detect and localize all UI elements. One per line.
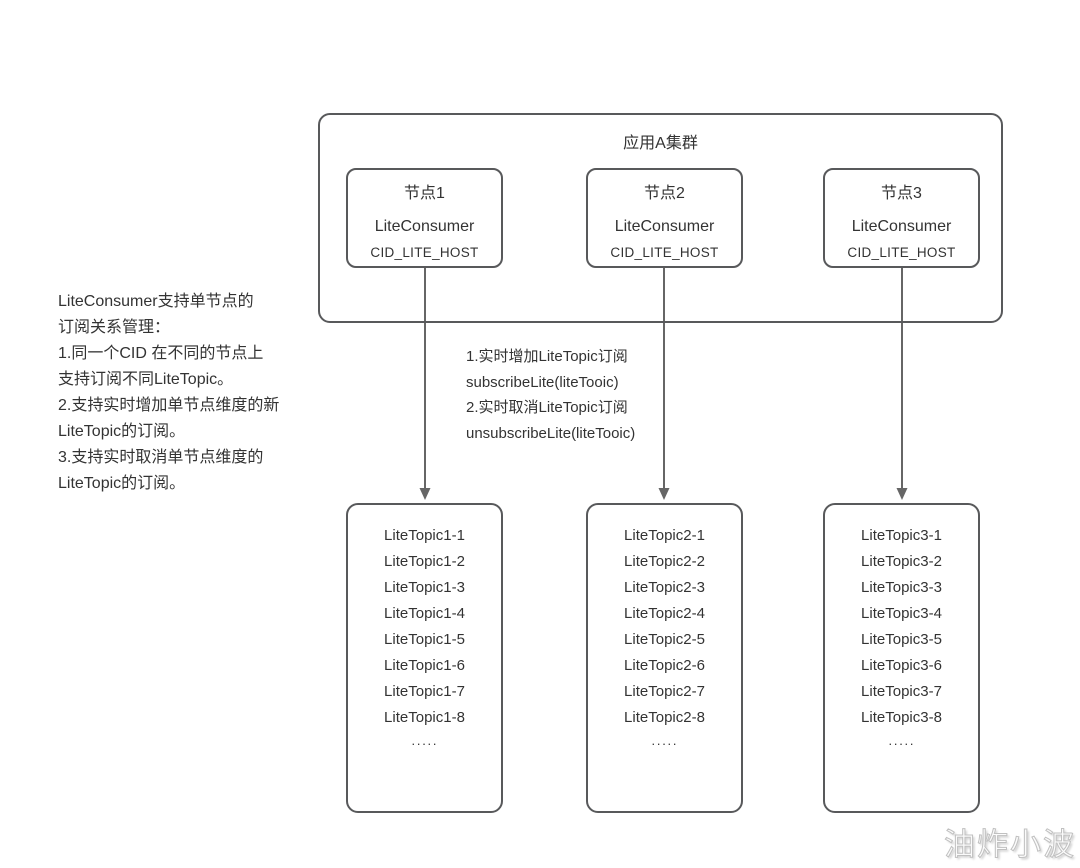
node-box-2: 节点2 LiteConsumer CID_LITE_HOST [586, 168, 743, 268]
arrow-note-line: unsubscribeLite(liteTooic) [466, 424, 636, 442]
topic-item: LiteTopic3-7 [861, 683, 942, 700]
topic-item: LiteTopic1-7 [384, 683, 465, 700]
node-1-consumer-label: LiteConsumer [374, 218, 475, 235]
topic-item-ellipsis: ····· [888, 736, 915, 751]
node-3-name: 节点3 [881, 185, 922, 202]
topic-item: LiteTopic3-4 [861, 605, 942, 622]
topic-list-2: LiteTopic2-1 LiteTopic2-2 LiteTopic2-3 L… [588, 523, 741, 757]
left-note-line: LiteTopic的订阅。 [58, 475, 186, 492]
node-box-3: 节点3 LiteConsumer CID_LITE_HOST [823, 168, 980, 268]
topic-item: LiteTopic3-8 [861, 709, 942, 726]
left-note-line: 支持订阅不同LiteTopic。 [58, 371, 234, 388]
watermark: 油炸小波 [944, 827, 1076, 863]
arrow-head-node1 [419, 488, 431, 500]
left-note-line: LiteConsumer支持单节点的 [58, 293, 254, 310]
topic-item: LiteTopic2-8 [624, 709, 705, 726]
topic-list-box-1: LiteTopic1-1 LiteTopic1-2 LiteTopic1-3 L… [346, 503, 503, 813]
topic-item: LiteTopic2-1 [624, 527, 705, 544]
node-1-cid-label: CID_LITE_HOST [370, 245, 479, 260]
topic-item: LiteTopic2-6 [624, 657, 705, 674]
node-2-cid-label: CID_LITE_HOST [610, 245, 719, 260]
left-note-line: LiteTopic的订阅。 [58, 423, 186, 440]
node-2-consumer-label: LiteConsumer [614, 218, 715, 235]
topic-item: LiteTopic2-3 [624, 579, 705, 596]
topic-item: LiteTopic2-2 [624, 553, 705, 570]
topic-item: LiteTopic1-3 [384, 579, 465, 596]
topic-item: LiteTopic1-1 [384, 527, 465, 544]
node-3-cid-label: CID_LITE_HOST [847, 245, 956, 260]
arrow-head-node3 [896, 488, 908, 500]
topic-item: LiteTopic1-2 [384, 553, 465, 570]
topic-item: LiteTopic2-7 [624, 683, 705, 700]
topic-item: LiteTopic3-1 [861, 527, 942, 544]
arrow-note-line: subscribeLite(liteTooic) [466, 373, 619, 391]
topic-item: LiteTopic1-5 [384, 631, 465, 648]
topic-list-1: LiteTopic1-1 LiteTopic1-2 LiteTopic1-3 L… [348, 523, 501, 757]
topic-list-box-2: LiteTopic2-1 LiteTopic2-2 LiteTopic2-3 L… [586, 503, 743, 813]
topic-item: LiteTopic1-4 [384, 605, 465, 622]
arrow-note-line: 1.实时增加LiteTopic订阅 [466, 348, 628, 365]
topic-list-3: LiteTopic3-1 LiteTopic3-2 LiteTopic3-3 L… [825, 523, 978, 757]
arrow-head-node2 [658, 488, 670, 500]
arrow-note: 1.实时增加LiteTopic订阅 subscribeLite(liteTooi… [466, 344, 635, 446]
left-note-line: 1.同一个CID 在不同的节点上 [58, 345, 264, 362]
topic-item-ellipsis: ····· [411, 736, 438, 751]
node-box-1: 节点1 LiteConsumer CID_LITE_HOST [346, 168, 503, 268]
topic-item: LiteTopic1-6 [384, 657, 465, 674]
node-3-consumer-label: LiteConsumer [851, 218, 952, 235]
left-note-line: 3.支持实时取消单节点维度的 [58, 449, 264, 466]
arrow-note-line: 2.实时取消LiteTopic订阅 [466, 399, 628, 416]
topic-item: LiteTopic3-2 [861, 553, 942, 570]
left-note-line: 订阅关系管理： [58, 319, 171, 336]
node-1-name: 节点1 [404, 185, 445, 202]
left-note: LiteConsumer支持单节点的 订阅关系管理： 1.同一个CID 在不同的… [58, 289, 328, 497]
cluster-title: 应用A集群 [623, 135, 698, 152]
topic-item: LiteTopic2-5 [624, 631, 705, 648]
topic-item: LiteTopic2-4 [624, 605, 705, 622]
cluster-box: 应用A集群 节点1 LiteConsumer CID_LITE_HOST 节点2… [318, 113, 1003, 323]
topic-item: LiteTopic3-5 [861, 631, 942, 648]
left-note-line: 2.支持实时增加单节点维度的新 [58, 397, 280, 414]
node-2-name: 节点2 [644, 185, 685, 202]
topic-item: LiteTopic3-3 [861, 579, 942, 596]
topic-list-box-3: LiteTopic3-1 LiteTopic3-2 LiteTopic3-3 L… [823, 503, 980, 813]
topic-item: LiteTopic1-8 [384, 709, 465, 726]
topic-item: LiteTopic3-6 [861, 657, 942, 674]
topic-item-ellipsis: ····· [651, 736, 678, 751]
